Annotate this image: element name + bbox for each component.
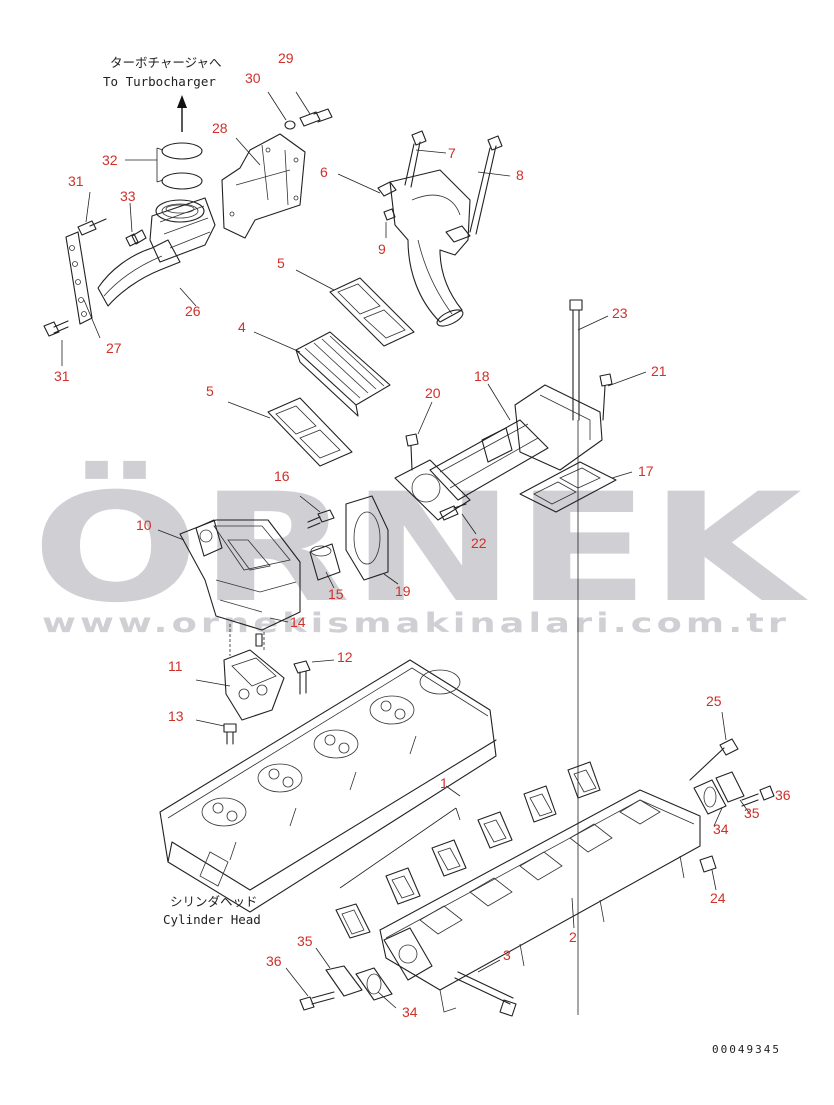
leader-lines xyxy=(61,91,751,1009)
intake-manifold-part-2 xyxy=(379,789,701,1013)
port-gaskets xyxy=(335,761,601,939)
bolt-part-31-upper xyxy=(77,218,107,236)
sensor-part-25 xyxy=(689,738,739,781)
bolt-part-23 xyxy=(569,299,583,421)
callout-29: 29 xyxy=(278,50,294,66)
bolt-part-36-left xyxy=(299,991,335,1011)
callout-13: 13 xyxy=(168,708,184,724)
callout-20: 20 xyxy=(425,385,441,401)
gasket-part-19 xyxy=(345,495,389,581)
bolt-part-12 xyxy=(293,660,311,695)
callout-27: 27 xyxy=(106,340,122,356)
elbow-pipe-part-26 xyxy=(97,197,216,307)
callout-24: 24 xyxy=(710,890,726,906)
callout-33: 33 xyxy=(120,188,136,204)
callout-12: 12 xyxy=(337,649,353,665)
bolt-part-21 xyxy=(599,373,613,421)
pin-part-14 xyxy=(255,633,263,647)
callout-35-right: 35 xyxy=(744,805,760,821)
bolt-part-16 xyxy=(307,509,335,529)
callout-19: 19 xyxy=(395,583,411,599)
callout-36-right: 36 xyxy=(775,787,791,803)
callout-5-lower: 5 xyxy=(206,383,214,399)
callout-14: 14 xyxy=(290,614,306,630)
callout-2: 2 xyxy=(569,929,577,945)
callout-23: 23 xyxy=(612,305,628,321)
callout-22: 22 xyxy=(471,535,487,551)
callout-11: 11 xyxy=(168,658,183,674)
bolt-part-29 xyxy=(299,108,333,127)
bracket-part-11 xyxy=(223,649,285,721)
callout-7: 7 xyxy=(448,145,456,161)
cover-part-35-right xyxy=(715,771,745,803)
head-note-en: Cylinder Head xyxy=(163,912,261,927)
bolt-part-7 xyxy=(404,130,427,188)
callout-28: 28 xyxy=(212,120,228,136)
callout-31-lower: 31 xyxy=(54,368,70,384)
callout-10: 10 xyxy=(136,517,152,533)
watermark-brand: ÖRNEK xyxy=(32,460,808,636)
bolt-part-36-right xyxy=(741,785,775,807)
gasket-part-34-right xyxy=(693,779,727,815)
outlet-elbow-part-6 xyxy=(377,169,471,327)
turbo-note-jp: ターボチャージャへ xyxy=(110,55,222,70)
callout-1: 1 xyxy=(440,775,448,791)
callout-5-upper: 5 xyxy=(277,255,285,271)
watermark: ÖRNEK www.ornekismakinalari.com.tr xyxy=(32,460,808,639)
connector-part-10 xyxy=(179,519,301,631)
watermark-url: www.ornekismakinalari.com.tr xyxy=(42,608,790,639)
exhaust-tube-part-18 xyxy=(394,384,603,521)
callout-34-left: 34 xyxy=(402,1004,418,1020)
bolt-part-33 xyxy=(125,233,139,247)
stud-part-22 xyxy=(439,503,467,521)
cover-part-35-left xyxy=(325,965,363,997)
sensor-part-15 xyxy=(309,543,341,581)
callout-35-left: 35 xyxy=(297,933,313,949)
nut-part-9 xyxy=(383,208,396,221)
callout-36-left: 36 xyxy=(266,953,282,969)
heat-shield-part-28 xyxy=(221,133,306,239)
gasket-part-34-left xyxy=(355,967,393,1001)
turbo-arrow xyxy=(177,95,187,132)
callout-6: 6 xyxy=(320,164,328,180)
bolt-part-8 xyxy=(469,135,503,235)
shield-part-4 xyxy=(295,331,391,417)
callout-16: 16 xyxy=(274,468,290,484)
callout-26: 26 xyxy=(185,303,201,319)
bolt-part-3 xyxy=(454,971,517,1017)
callout-31-upper: 31 xyxy=(68,173,84,189)
turbo-note-en: To Turbocharger xyxy=(103,74,216,89)
callout-18: 18 xyxy=(474,368,490,384)
callout-32: 32 xyxy=(102,152,118,168)
callout-25: 25 xyxy=(706,693,722,709)
bolt-part-31-lower xyxy=(43,320,69,337)
callout-4: 4 xyxy=(238,319,246,335)
callout-30: 30 xyxy=(245,70,261,86)
callout-21: 21 xyxy=(651,363,667,379)
callouts: 29 30 28 32 31 33 26 27 31 7 6 8 9 5 4 2… xyxy=(54,50,791,1020)
callout-17: 17 xyxy=(638,463,654,479)
gasket-part-5-upper xyxy=(329,277,415,347)
cylinder-head-part-1 xyxy=(159,659,497,913)
bolt-part-13 xyxy=(223,723,237,745)
callout-15: 15 xyxy=(328,586,344,602)
gasket-part-17 xyxy=(519,461,617,513)
callout-3: 3 xyxy=(503,947,511,963)
bolt-part-20 xyxy=(405,433,419,471)
washer-part-30 xyxy=(284,120,296,130)
callout-34-right: 34 xyxy=(713,821,729,837)
valve-covers xyxy=(201,669,461,827)
dashed-link-11 xyxy=(229,624,265,656)
callout-9: 9 xyxy=(378,241,386,257)
gasket-part-5-lower xyxy=(267,397,353,467)
o-rings-part-32 xyxy=(125,142,203,190)
drawing-number: 00049345 xyxy=(712,1043,781,1056)
sensor-part-24 xyxy=(699,855,717,873)
head-note-jp: シリンダヘッド xyxy=(170,894,258,909)
callout-8: 8 xyxy=(516,167,524,183)
